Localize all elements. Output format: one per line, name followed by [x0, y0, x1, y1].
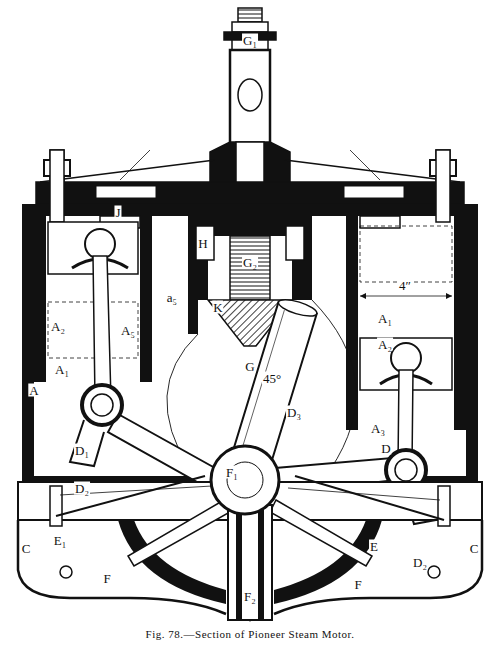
- callout-label: D₂: [74, 482, 90, 495]
- callout-label: C: [21, 542, 32, 555]
- callout-label: G₂: [242, 256, 258, 269]
- callout-label: E: [369, 540, 379, 553]
- callout-label: D₂: [412, 556, 428, 569]
- callout-label: D₃: [286, 406, 302, 419]
- callout-label: 4″: [398, 279, 412, 292]
- callout-label: 45°: [262, 372, 282, 385]
- callout-label: a₅: [166, 291, 178, 304]
- callout-label: G₁: [242, 34, 258, 47]
- callout-label: E₁: [53, 534, 67, 547]
- callout-label: F₁: [225, 466, 239, 479]
- callout-label: A₁: [54, 363, 70, 376]
- callout-label: A: [28, 384, 39, 397]
- callout-label: A₂: [377, 338, 393, 351]
- callout-label: D: [380, 442, 391, 455]
- callout-label: F₂: [243, 590, 257, 603]
- callout-label: D₁: [74, 444, 90, 457]
- callout-label: A₁: [377, 312, 393, 325]
- callout-label: H: [197, 237, 208, 250]
- callout-label: F: [353, 578, 362, 591]
- callout-label: K: [212, 301, 223, 314]
- callout-label: C: [469, 542, 480, 555]
- callout-label: F: [102, 572, 111, 585]
- callout-label: J: [114, 206, 121, 219]
- callout-label: A₃: [370, 422, 386, 435]
- callout-label: A₂: [50, 320, 66, 333]
- figure-caption: Fig. 78.—Section of Pioneer Steam Motor.: [146, 628, 355, 640]
- callout-label: G: [244, 360, 255, 373]
- callout-label: A₅: [120, 324, 136, 337]
